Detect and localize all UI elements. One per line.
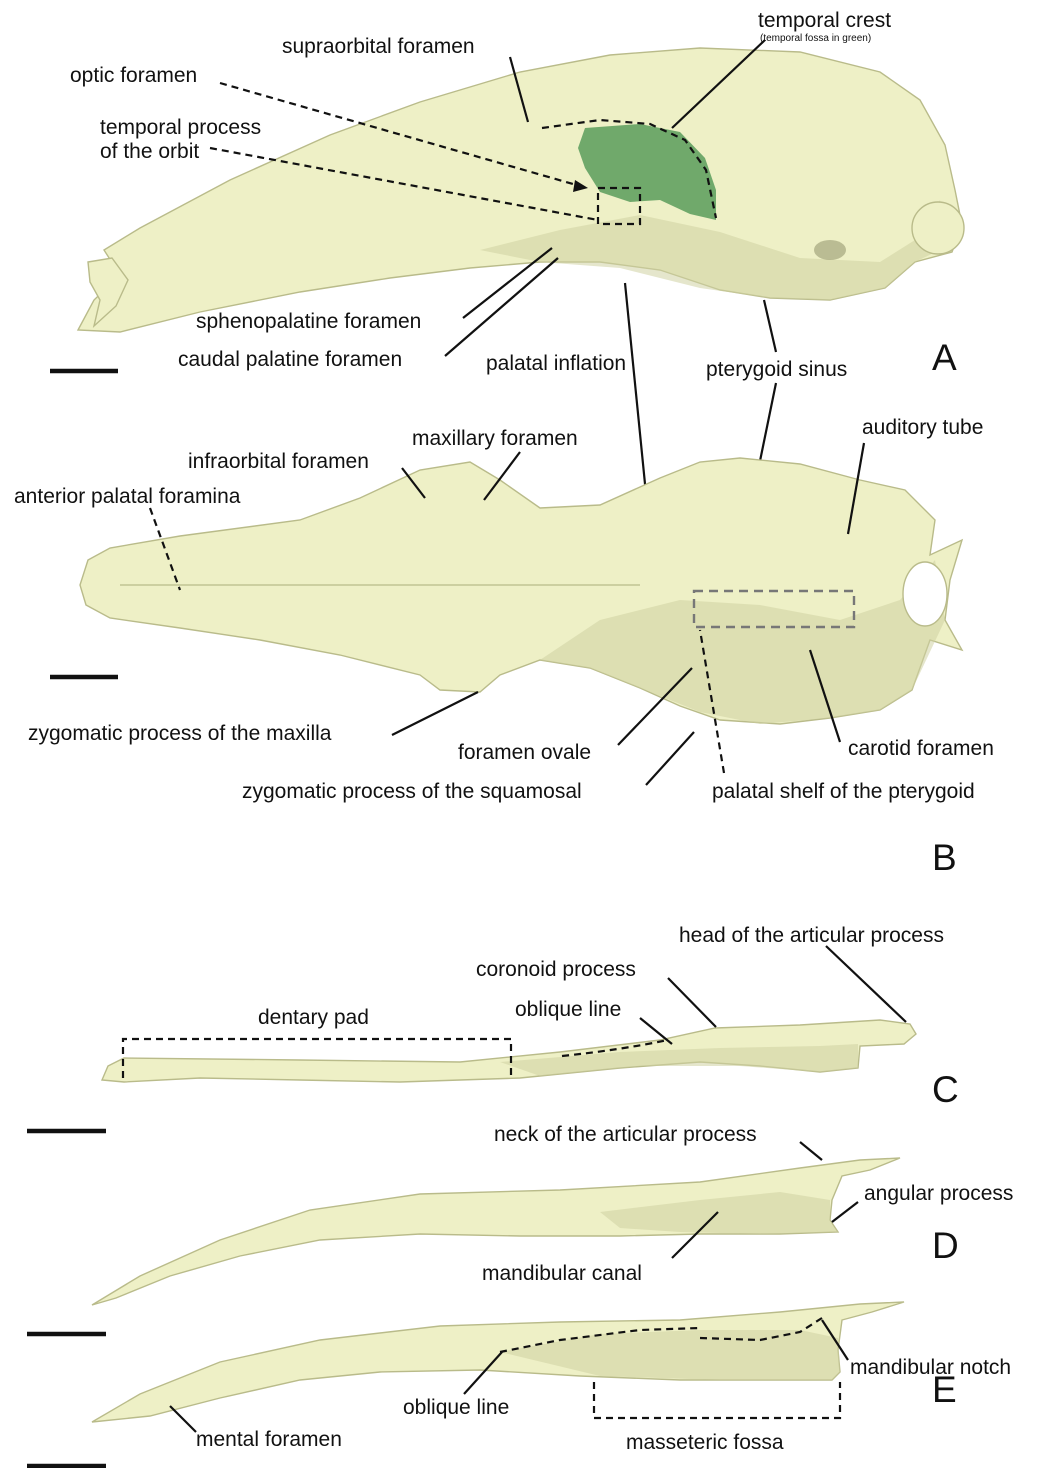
mandible-lateral-view: mandibular notch oblique line mental for… bbox=[27, 1302, 1011, 1466]
zygomatic-squamosal-leader bbox=[646, 732, 694, 785]
label-mandibular-canal: mandibular canal bbox=[482, 1262, 642, 1285]
label-zygomatic-process-maxilla: zygomatic process of the maxilla bbox=[28, 722, 332, 745]
label-neck-articular-process: neck of the articular process bbox=[494, 1123, 757, 1146]
label-mandibular-notch: mandibular notch bbox=[850, 1356, 1011, 1379]
coronoid-process-leader bbox=[668, 978, 716, 1027]
label-temporal-process-line2: of the orbit bbox=[100, 140, 199, 163]
label-masseteric-fossa: masseteric fossa bbox=[626, 1431, 784, 1454]
panel-letter-e: E bbox=[932, 1369, 957, 1410]
external-acoustic-meatus bbox=[814, 240, 846, 260]
label-pterygoid-sinus: pterygoid sinus bbox=[706, 358, 847, 381]
foramen-magnum bbox=[903, 562, 947, 626]
label-supraorbital-foramen: supraorbital foramen bbox=[282, 35, 475, 58]
label-zygomatic-process-squamosal: zygomatic process of the squamosal bbox=[242, 780, 582, 803]
label-angular-process: angular process bbox=[864, 1182, 1013, 1205]
label-carotid-foramen: carotid foramen bbox=[848, 737, 994, 760]
label-optic-foramen: optic foramen bbox=[70, 64, 197, 87]
angular-process-leader bbox=[832, 1202, 858, 1222]
label-palatal-shelf-pterygoid: palatal shelf of the pterygoid bbox=[712, 780, 975, 803]
label-mental-foramen: mental foramen bbox=[196, 1428, 342, 1451]
mental-foramen-leader bbox=[170, 1406, 196, 1432]
palatal-inflation-leader bbox=[625, 283, 648, 514]
panel-letter-a: A bbox=[932, 337, 957, 378]
label-infraorbital-foramen: infraorbital foramen bbox=[188, 450, 369, 473]
mandible-medial-view: neck of the articular process angular pr… bbox=[27, 1123, 1013, 1334]
label-temporal-process-line1: temporal process bbox=[100, 116, 261, 139]
zygomatic-maxilla-leader bbox=[392, 692, 478, 735]
masseteric-fossa-outline bbox=[594, 1382, 840, 1418]
label-temporal-crest: temporal crest bbox=[758, 9, 891, 32]
label-sphenopalatine-foramen: sphenopalatine foramen bbox=[196, 310, 421, 333]
label-head-articular-process: head of the articular process bbox=[679, 924, 944, 947]
head-articular-leader bbox=[826, 946, 906, 1022]
label-coronoid-process: coronoid process bbox=[476, 958, 636, 981]
label-oblique-line-e: oblique line bbox=[403, 1396, 509, 1419]
skull-ventral-view: auditory tube maxillary foramen infraorb… bbox=[14, 416, 994, 878]
mandible-dorsal-view: head of the articular process coronoid p… bbox=[27, 924, 959, 1131]
pterygoid-sinus-leader-a bbox=[764, 300, 776, 352]
label-caudal-palatine-foramen: caudal palatine foramen bbox=[178, 348, 402, 371]
occipital-condyle bbox=[912, 202, 964, 254]
panel-letter-b: B bbox=[932, 837, 957, 878]
panel-letter-d: D bbox=[932, 1225, 959, 1266]
label-temporal-crest-note: (temporal fossa in green) bbox=[760, 33, 871, 44]
label-oblique-line-c: oblique line bbox=[515, 998, 621, 1021]
caudal-palatine-foramen-leader bbox=[445, 258, 558, 356]
label-maxillary-foramen: maxillary foramen bbox=[412, 427, 578, 450]
panel-letter-c: C bbox=[932, 1069, 959, 1110]
label-palatal-inflation: palatal inflation bbox=[486, 352, 626, 375]
label-auditory-tube: auditory tube bbox=[862, 416, 983, 439]
label-dentary-pad: dentary pad bbox=[258, 1006, 369, 1029]
label-anterior-palatal-foramina: anterior palatal foramina bbox=[14, 485, 241, 508]
neck-articular-leader bbox=[800, 1142, 822, 1160]
label-foramen-ovale: foramen ovale bbox=[458, 741, 591, 764]
